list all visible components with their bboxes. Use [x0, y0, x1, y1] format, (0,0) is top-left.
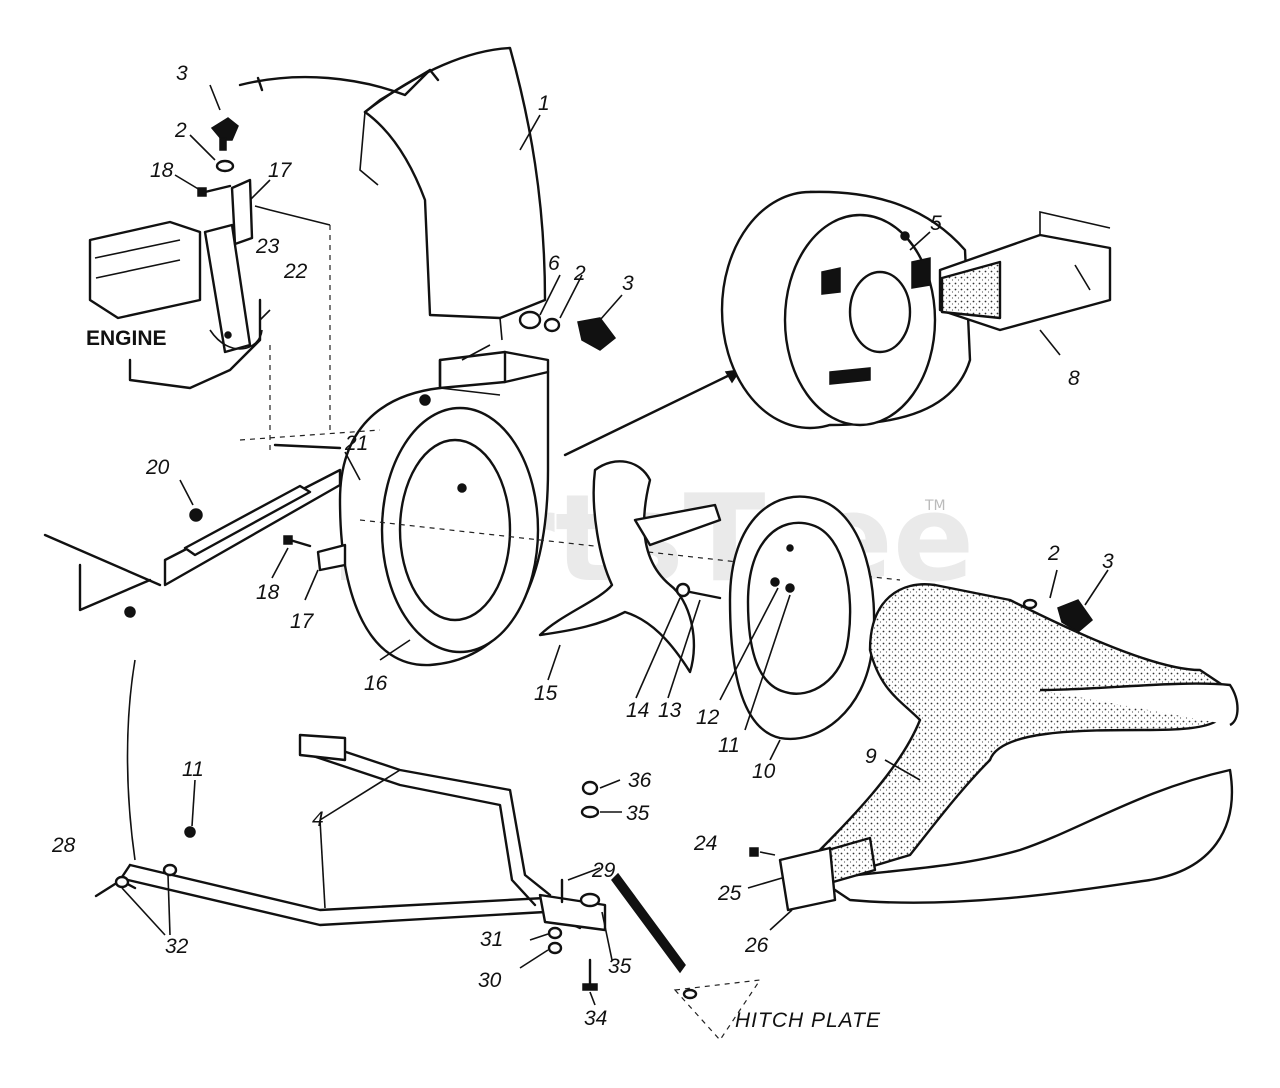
- fan-housing-16: [338, 344, 550, 667]
- callout-3-right: 3: [1102, 550, 1114, 573]
- screw-18-lower: [283, 535, 347, 572]
- callout-13: 13: [658, 699, 682, 722]
- callout-30: 30: [478, 969, 502, 992]
- callout-34: 34: [584, 1007, 607, 1030]
- callout-8: 8: [1068, 367, 1080, 390]
- chute-1: [238, 46, 547, 341]
- callout-25: 25: [717, 882, 742, 905]
- explode-arrow: [563, 368, 742, 457]
- callout-29: 29: [591, 859, 616, 882]
- watermark-tm: TM: [924, 498, 946, 514]
- callout-1: 1: [538, 92, 550, 115]
- callout-9: 9: [865, 745, 877, 768]
- chute-adapter-9: [798, 583, 1239, 904]
- callout-16: 16: [364, 672, 388, 695]
- deflector-26: [749, 846, 837, 912]
- hitch-bar-4: [118, 659, 607, 932]
- callout-10: 10: [752, 760, 776, 783]
- screw-18-top: [197, 184, 232, 197]
- callout-3-top: 3: [176, 62, 188, 85]
- callout-26: 26: [744, 934, 769, 957]
- callout-2-top: 2: [174, 119, 187, 142]
- knob-mid-3: [518, 310, 617, 351]
- impeller-15: [538, 460, 722, 674]
- callout-17-top: 17: [268, 159, 293, 182]
- engine-caption: ENGINE: [86, 327, 167, 350]
- callout-2-right: 2: [1047, 542, 1060, 565]
- callout-18-top: 18: [150, 159, 174, 182]
- centerline-4: [239, 429, 381, 441]
- bracket-23: [203, 178, 263, 354]
- callout-32: 32: [165, 935, 189, 958]
- callout-20: 20: [145, 456, 170, 479]
- callout-4: 4: [312, 808, 324, 831]
- callout-2-mid: 2: [573, 262, 586, 285]
- hitch-plate-caption: HITCH PLATE: [735, 1009, 881, 1032]
- callout-5: 5: [930, 212, 942, 235]
- callout-6: 6: [548, 252, 560, 275]
- callout-24: 24: [693, 832, 717, 855]
- engine-block: [88, 205, 331, 390]
- callout-14: 14: [626, 699, 649, 722]
- callout-15: 15: [534, 682, 558, 705]
- callout-35-top: 35: [626, 802, 650, 825]
- guard-8: [938, 210, 1112, 332]
- adapter-plate-21: [43, 443, 342, 618]
- back-plate-10: [728, 495, 876, 741]
- callout-3-mid: 3: [622, 272, 634, 295]
- leader-lines: [121, 84, 1109, 1006]
- callout-21: 21: [344, 432, 368, 455]
- hitch-plate: [611, 872, 762, 1041]
- callout-23: 23: [255, 235, 280, 258]
- callout-12: 12: [696, 706, 720, 729]
- callout-17-lower: 17: [290, 610, 315, 633]
- knob-right-3: [1022, 598, 1094, 633]
- callout-11-left: 11: [182, 758, 204, 781]
- callout-35-lower: 35: [608, 955, 632, 978]
- callout-18-lower: 18: [256, 581, 280, 604]
- knob-top-3: [210, 117, 239, 173]
- callout-36: 36: [628, 769, 652, 792]
- callout-22: 22: [283, 260, 308, 283]
- hitch-hardware: [94, 780, 601, 991]
- callout-31: 31: [480, 928, 503, 951]
- callout-28: 28: [51, 834, 76, 857]
- callout-11-right: 11: [718, 734, 740, 757]
- fan-housing-exploded: [720, 190, 972, 430]
